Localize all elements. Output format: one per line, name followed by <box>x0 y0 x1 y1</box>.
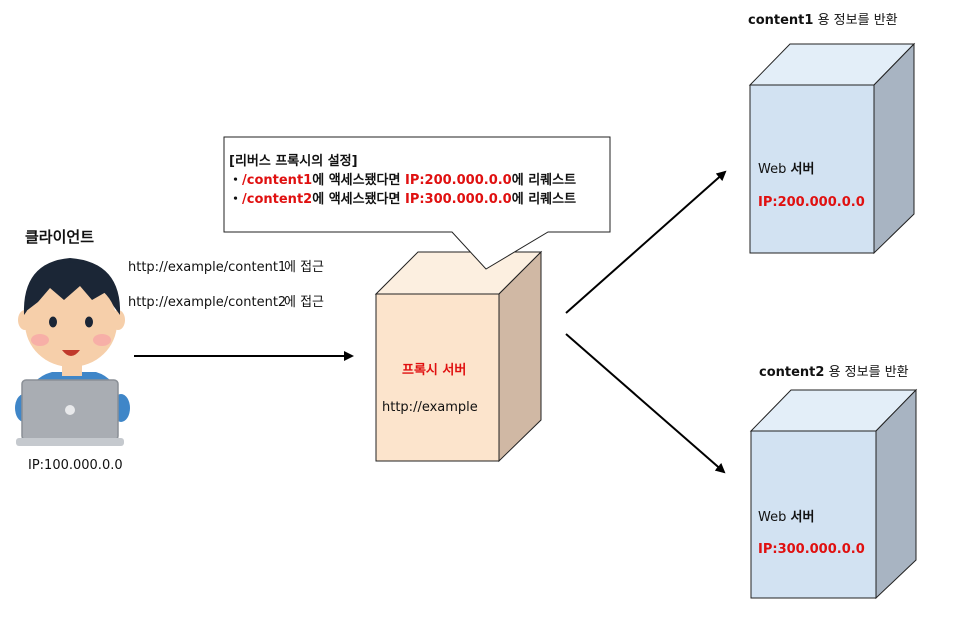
rule2-bullet: ・ <box>229 192 243 207</box>
rule2-text-b: 에 리퀘스트 <box>511 192 577 207</box>
client-access2: 에 접근 <box>284 295 325 310</box>
server2-caption-rest: 용 정보를 반환 <box>828 365 909 380</box>
server2-label: Web 서버 <box>758 510 814 526</box>
settings-title: [리버스 프록시의 설정] <box>229 154 358 169</box>
settings-rule-2: ・/content2에 액세스됐다면 IP:300.000.0.0에 리퀘스트 <box>229 190 576 209</box>
server1-label: Web 서버 <box>758 162 814 178</box>
proxy-to-server2-arrow <box>565 333 726 474</box>
server1-ip: IP:200.000.0.0 <box>758 195 865 210</box>
web-server-1-box <box>748 42 916 255</box>
client-url1: http://example/content1 <box>128 260 287 275</box>
rule1-bullet: ・ <box>229 173 243 188</box>
server2-caption: content2 용 정보를 반환 <box>759 365 909 381</box>
server1-caption-bold: content1 <box>748 13 814 28</box>
proxy-name: 프록시 서버 <box>402 363 467 378</box>
server2-server: 서버 <box>790 510 815 525</box>
client-url2: http://example/content2 <box>128 295 287 310</box>
person-with-laptop-icon <box>15 258 130 446</box>
client-title: 클라이언트 <box>25 228 95 246</box>
server2-web: Web <box>758 510 787 525</box>
settings-callout-bubble <box>223 136 611 270</box>
server2-caption-bold: content2 <box>759 365 825 380</box>
web-server-2-box <box>749 388 918 600</box>
client-ip: IP:100.000.0.0 <box>28 458 123 473</box>
proxy-url: http://example <box>382 400 478 415</box>
rule2-ip: IP:300.000.0.0 <box>404 192 512 207</box>
proxy-to-server1-arrow <box>565 170 727 314</box>
server1-web: Web <box>758 162 787 177</box>
rule2-path: /content2 <box>242 192 313 207</box>
rule2-text-a: 에 액세스됐다면 <box>312 192 405 207</box>
server1-caption: content1 용 정보를 반환 <box>748 13 898 29</box>
rule1-text-a: 에 액세스됐다면 <box>312 173 405 188</box>
server2-ip: IP:300.000.0.0 <box>758 542 865 557</box>
server1-server: 서버 <box>790 162 815 177</box>
server1-caption-rest: 용 정보를 반환 <box>817 13 898 28</box>
settings-rule-1: ・/content1에 액세스됐다면 IP:200.000.0.0에 리퀘스트 <box>229 171 576 190</box>
rule1-path: /content1 <box>242 173 313 188</box>
rule1-text-b: 에 리퀘스트 <box>511 173 577 188</box>
client-access1: 에 접근 <box>284 260 325 275</box>
rule1-ip: IP:200.000.0.0 <box>404 173 512 188</box>
proxy-server-box <box>374 250 543 463</box>
